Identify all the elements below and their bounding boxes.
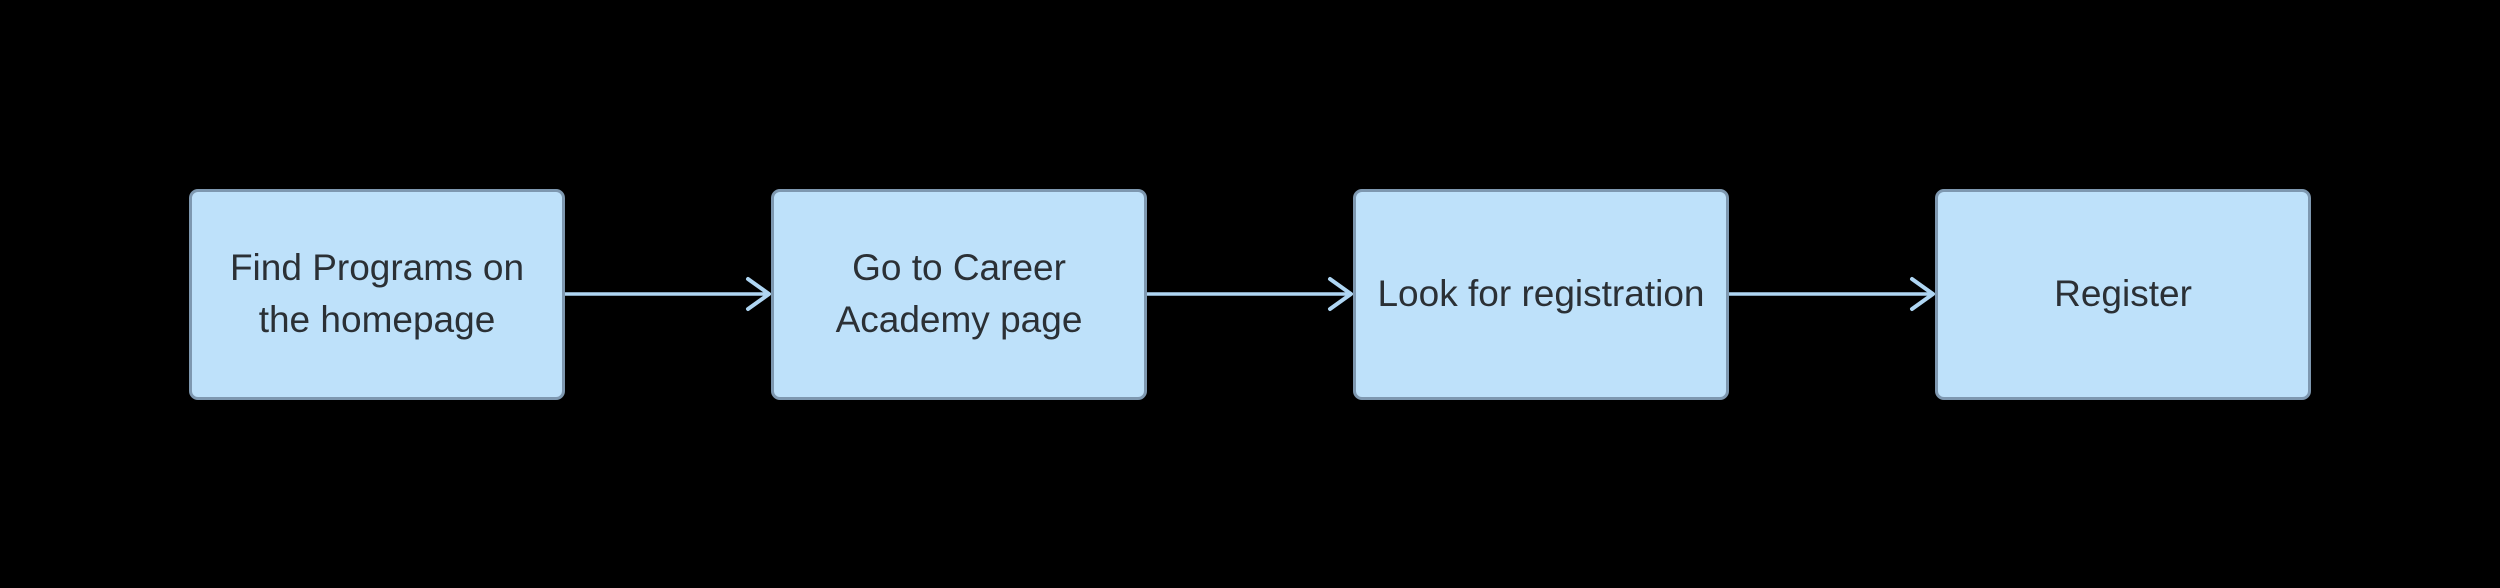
node-look-for-registration[interactable]: Look for registration <box>1353 188 1729 400</box>
node-register[interactable]: Register <box>1935 188 2311 400</box>
arrow-right-connector <box>1729 277 1935 311</box>
node-find-programs[interactable]: Find Programs on the homepage <box>189 188 565 400</box>
node-label-line: Look for registration <box>1377 273 1705 314</box>
arrow-right-connector <box>1147 277 1353 311</box>
node-career-academy-page[interactable]: Go to Career Academy page <box>771 188 1147 400</box>
node-label-line: Register <box>2054 273 2192 314</box>
node-label-line: Academy page <box>835 299 1083 340</box>
arrow-right-connector <box>565 277 771 311</box>
node-label-line: Go to Career <box>852 247 1066 288</box>
node-label-line: the homepage <box>258 299 496 340</box>
node-label-line: Find Programs on <box>229 247 525 288</box>
